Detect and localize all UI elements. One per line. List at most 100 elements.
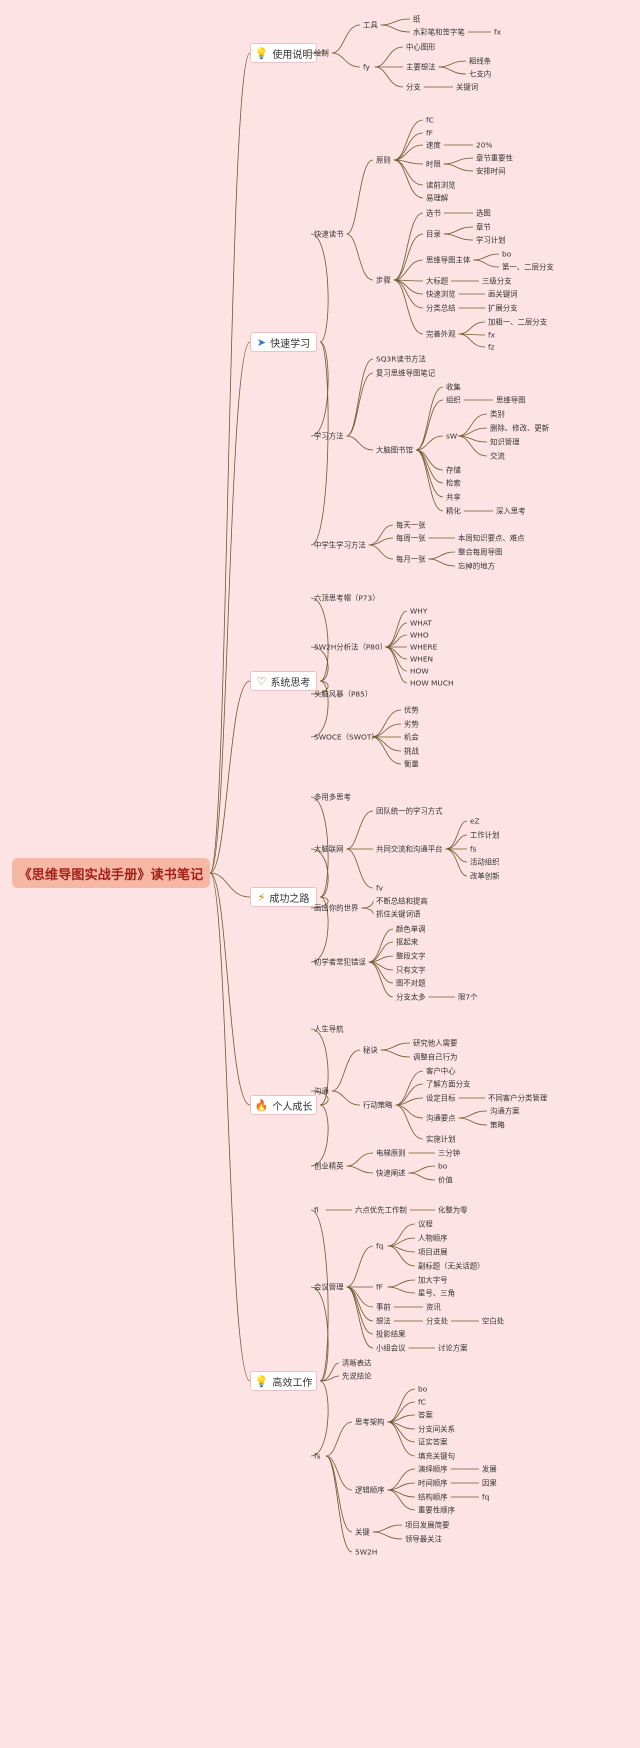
- topic-node[interactable]: 共同交流和沟通平台: [376, 845, 443, 854]
- topic-node[interactable]: 精化: [446, 507, 461, 516]
- topic-node[interactable]: 沟通要点: [426, 1114, 456, 1123]
- topic-node[interactable]: 答案: [418, 1411, 433, 1420]
- topic-node[interactable]: 原则: [376, 156, 391, 165]
- topic-node[interactable]: 交流: [490, 452, 505, 461]
- topic-node[interactable]: 快速阐述: [376, 1169, 406, 1178]
- topic-node[interactable]: 资讯: [426, 1303, 441, 1312]
- topic-node[interactable]: 不同客户分类管理: [488, 1094, 548, 1103]
- topic-node[interactable]: 电梯原则: [376, 1149, 406, 1158]
- topic-node[interactable]: 删除、修改、更新: [490, 424, 550, 433]
- topic-node[interactable]: 分支间关系: [418, 1425, 455, 1434]
- topic-node[interactable]: fx: [488, 331, 496, 340]
- topic-node[interactable]: 复习思维导图笔记: [376, 369, 436, 378]
- topic-node[interactable]: 劣势: [404, 720, 419, 729]
- topic-node[interactable]: 主要想法: [406, 63, 436, 72]
- topic-node[interactable]: 存储: [446, 466, 461, 475]
- topic-node[interactable]: WHAT: [410, 619, 432, 628]
- category-4[interactable]: ⚡成功之路: [250, 887, 317, 907]
- topic-node[interactable]: 初学者常犯错误: [314, 958, 366, 967]
- category-6[interactable]: 💡高效工作: [250, 1371, 317, 1391]
- topic-node[interactable]: 易理解: [426, 194, 449, 203]
- category-5[interactable]: 🔥个人成长: [250, 1095, 317, 1115]
- topic-node[interactable]: 中心图形: [406, 43, 436, 52]
- topic-node[interactable]: 安排时间: [476, 167, 506, 176]
- topic-node[interactable]: 学习计划: [476, 236, 506, 245]
- topic-node[interactable]: 挑战: [404, 747, 419, 756]
- topic-node[interactable]: 头脑风暴（P85）: [314, 690, 372, 699]
- topic-node[interactable]: 抓住关键词语: [376, 910, 421, 919]
- topic-node[interactable]: fz: [488, 343, 495, 352]
- topic-node[interactable]: 证实答案: [418, 1438, 448, 1447]
- topic-node[interactable]: 衡量: [404, 760, 419, 769]
- topic-node[interactable]: 每周一张: [396, 534, 426, 543]
- topic-node[interactable]: 大脑联网: [314, 845, 344, 854]
- topic-node[interactable]: 重要性顺序: [418, 1506, 456, 1515]
- topic-node[interactable]: 5W2H分析法（P80）: [314, 643, 387, 652]
- topic-node[interactable]: 秘诀: [363, 1046, 378, 1055]
- topic-node[interactable]: 思考架构: [355, 1418, 385, 1427]
- topic-node[interactable]: HOW: [410, 667, 429, 676]
- topic-node[interactable]: 读前浏览: [426, 181, 456, 190]
- topic-node[interactable]: 纸: [413, 15, 421, 24]
- topic-node[interactable]: 整段文字: [396, 952, 426, 961]
- topic-node[interactable]: 沟通方案: [490, 1107, 520, 1116]
- topic-node[interactable]: 中学生学习方法: [314, 541, 366, 550]
- topic-node[interactable]: eZ: [470, 817, 480, 826]
- topic-node[interactable]: 关键词: [456, 83, 478, 92]
- category-2[interactable]: ➤快速学习: [250, 332, 317, 352]
- topic-node[interactable]: 副标题（无关话题）: [418, 1262, 485, 1271]
- topic-node[interactable]: 项目发展简要: [405, 1521, 449, 1530]
- topic-node[interactable]: 快速读书: [314, 230, 344, 239]
- topic-node[interactable]: 共享: [446, 493, 461, 502]
- topic-node[interactable]: 完善外观: [426, 330, 456, 339]
- topic-node[interactable]: 活动组织: [470, 858, 500, 867]
- topic-node[interactable]: 工作计划: [470, 831, 500, 840]
- topic-node[interactable]: 投影结果: [376, 1330, 406, 1339]
- topic-node[interactable]: 20%: [476, 141, 492, 150]
- topic-node[interactable]: 每月一张: [396, 555, 426, 564]
- topic-node[interactable]: 章节重要性: [476, 154, 513, 163]
- topic-node[interactable]: 只有文字: [396, 966, 426, 975]
- topic-node[interactable]: fC: [418, 1398, 426, 1407]
- topic-node[interactable]: 组织: [446, 396, 461, 405]
- category-1[interactable]: 💡使用说明: [250, 43, 317, 63]
- topic-node[interactable]: 绘制: [314, 49, 329, 58]
- topic-node[interactable]: fF: [376, 1283, 383, 1292]
- topic-node[interactable]: 学习方法: [314, 432, 344, 441]
- topic-node[interactable]: 因果: [482, 1479, 497, 1488]
- topic-node[interactable]: WHEN: [410, 655, 433, 664]
- topic-node[interactable]: 知识管理: [490, 438, 520, 447]
- topic-node[interactable]: 整合每周导图: [458, 548, 502, 557]
- topic-node[interactable]: bo: [418, 1385, 428, 1394]
- topic-node[interactable]: 分类总结: [426, 304, 456, 313]
- topic-node[interactable]: fC: [426, 116, 434, 125]
- topic-node[interactable]: fq: [376, 1242, 384, 1251]
- topic-node[interactable]: 粗线条: [469, 57, 492, 66]
- topic-node[interactable]: 速度: [426, 141, 441, 150]
- topic-node[interactable]: 思维导图主体: [426, 256, 471, 265]
- topic-node[interactable]: fv: [376, 884, 384, 893]
- topic-node[interactable]: 大标题: [426, 277, 449, 286]
- topic-node[interactable]: 七支内: [469, 70, 491, 79]
- topic-node[interactable]: 调整自己行为: [413, 1053, 457, 1062]
- topic-node[interactable]: 选图: [476, 209, 491, 218]
- topic-node[interactable]: SWOCE（SWOT）: [314, 733, 379, 742]
- topic-node[interactable]: 项目进展: [418, 1248, 448, 1257]
- topic-node[interactable]: 分支太多: [396, 993, 426, 1002]
- topic-node[interactable]: fs: [314, 1452, 321, 1461]
- topic-node[interactable]: 化整为零: [438, 1206, 468, 1215]
- topic-node[interactable]: 工具: [363, 21, 378, 30]
- topic-node[interactable]: 5W2H: [355, 1548, 377, 1557]
- topic-node[interactable]: 结构顺序: [418, 1493, 448, 1502]
- topic-node[interactable]: 画出你的世界: [314, 904, 359, 913]
- topic-node[interactable]: 人生导航: [314, 1025, 344, 1034]
- topic-node[interactable]: 三级分支: [482, 277, 512, 286]
- topic-node[interactable]: 收集: [446, 383, 461, 392]
- topic-node[interactable]: 思维导图: [496, 396, 526, 405]
- topic-node[interactable]: 时间顺序: [418, 1479, 448, 1488]
- topic-node[interactable]: 抠起来: [396, 938, 419, 947]
- topic-node[interactable]: fs: [470, 845, 477, 854]
- topic-node[interactable]: 加大字号: [418, 1276, 448, 1285]
- topic-node[interactable]: 设定目标: [426, 1094, 456, 1103]
- topic-node[interactable]: 选书: [426, 209, 441, 218]
